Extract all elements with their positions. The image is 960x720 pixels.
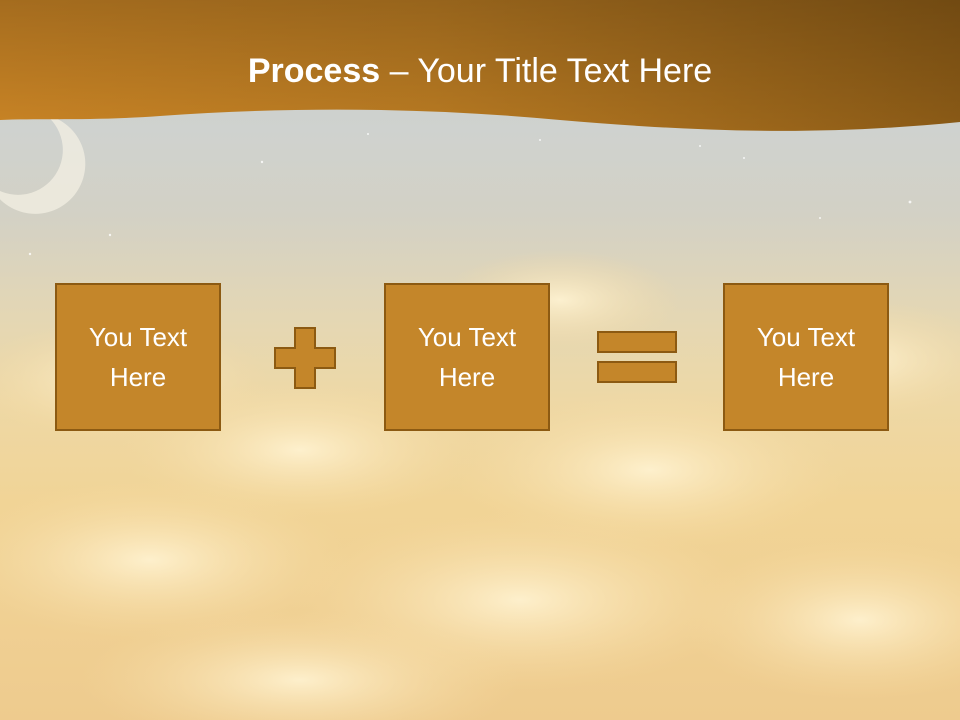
text-box-label: You Text Here	[756, 322, 856, 392]
stars	[28, 133, 912, 256]
title-banner	[0, 0, 960, 131]
text-box-1[interactable]: You Text Here	[55, 283, 221, 431]
text-box-2[interactable]: You Text Here	[384, 283, 550, 431]
title-rest: – Your Title Text Here	[380, 52, 713, 90]
text-box-label: You Text Here	[417, 322, 517, 392]
text-box-label: You Text Here	[88, 322, 188, 392]
text-box-3[interactable]: You Text Here	[723, 283, 889, 431]
title-bold: Process	[247, 52, 381, 90]
moon-icon	[0, 115, 86, 214]
plus-icon	[274, 327, 336, 389]
slide-title: Process – Your Title Text Here	[0, 52, 960, 91]
equals-icon	[597, 331, 677, 383]
